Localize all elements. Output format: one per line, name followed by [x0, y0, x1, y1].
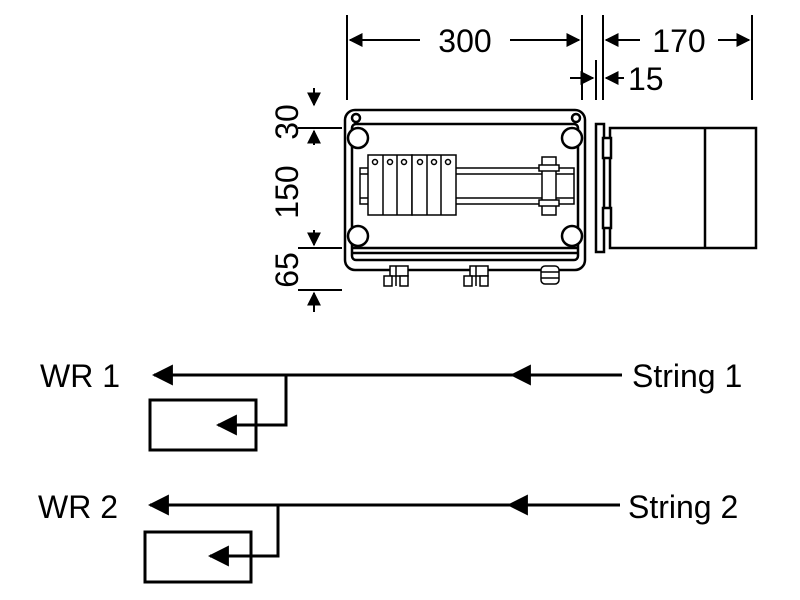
dim-depth-170: 170	[652, 23, 705, 59]
screw-top-right	[560, 126, 584, 150]
string-label-1: String 1	[632, 358, 742, 394]
dim-top-30: 30	[269, 104, 305, 140]
dim-offset-15: 15	[628, 61, 664, 97]
screw-top-left	[346, 126, 370, 150]
top-dimensions	[346, 15, 753, 100]
wiring-diagram-2	[143, 494, 620, 584]
string-label-2: String 2	[628, 489, 738, 525]
inverter-label-1: WR 1	[40, 358, 120, 394]
screw-bottom-right	[560, 224, 584, 248]
bottom-connectors	[383, 265, 560, 287]
dim-width-300: 300	[438, 23, 491, 59]
dim-bottom-65: 65	[269, 252, 305, 288]
left-dimensions	[298, 88, 342, 312]
wiring-diagram-1	[148, 364, 622, 452]
din-rail-modules	[359, 154, 575, 216]
dim-middle-150: 150	[269, 165, 305, 218]
enclosure-side-view	[594, 122, 758, 254]
inverter-label-2: WR 2	[38, 489, 118, 525]
device-box-1	[148, 398, 258, 452]
screw-bottom-left	[346, 224, 370, 248]
device-box-2	[143, 530, 253, 584]
